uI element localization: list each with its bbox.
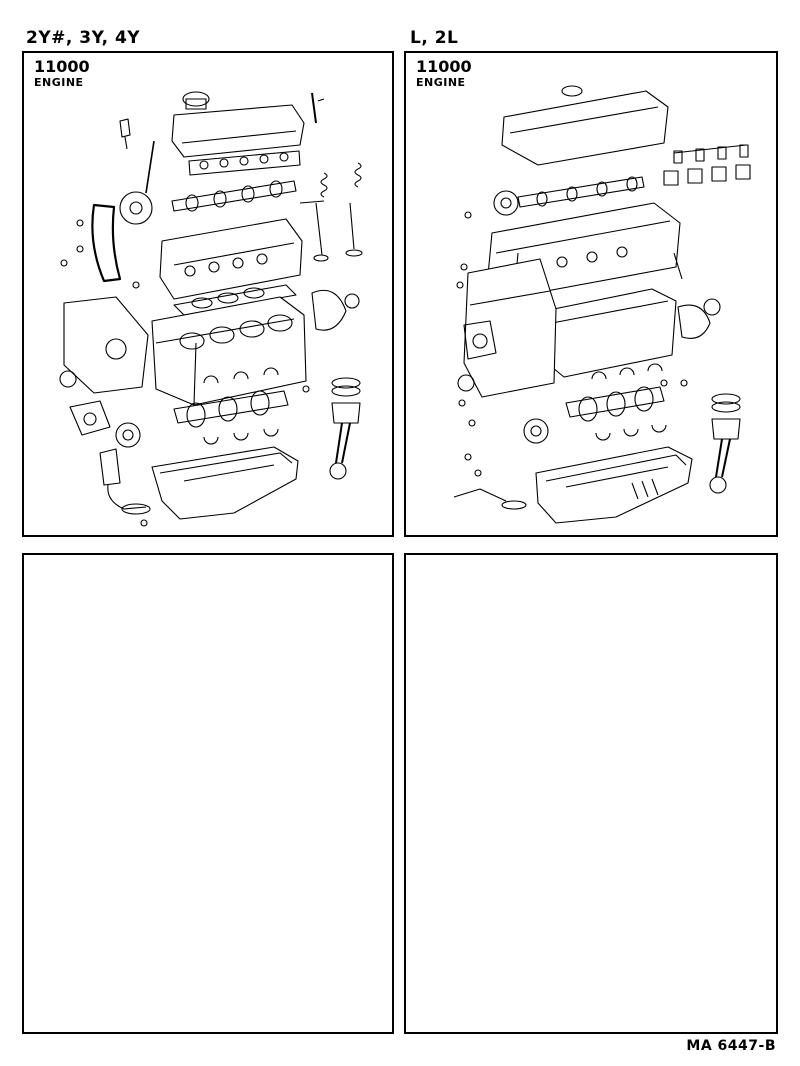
panel-code: 11000	[416, 57, 472, 76]
empty-panel-right	[404, 553, 778, 1034]
panel-name: ENGINE	[34, 76, 84, 89]
model-label-left: 2Y#, 3Y, 4Y	[26, 28, 141, 48]
engine-panel-y-series[interactable]: 11000 ENGINE	[22, 51, 394, 537]
panel-code: 11000	[34, 57, 90, 76]
empty-panel-left	[22, 553, 394, 1034]
panel-name: ENGINE	[416, 76, 466, 89]
model-label-right: L, 2L	[410, 28, 459, 48]
engine-panel-l-series[interactable]: 11000 ENGINE	[404, 51, 778, 537]
engine-exploded-diagram-l	[453, 85, 751, 524]
page-code: MA 6447-B	[686, 1038, 776, 1054]
engine-exploded-diagram-y	[59, 91, 363, 527]
